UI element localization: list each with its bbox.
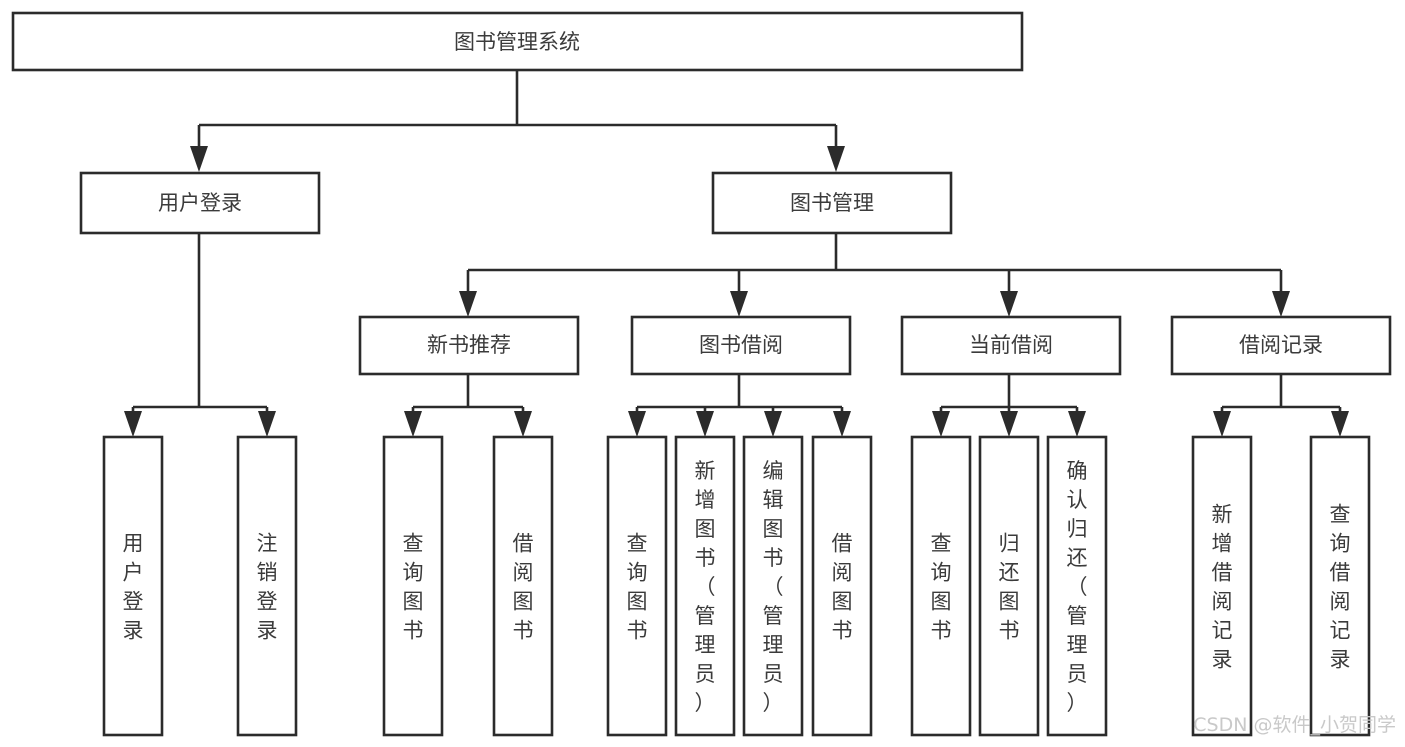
connectors-userlogin-to-leaves [124,233,276,437]
arrowhead-nb-query [404,411,422,437]
leaf-nb-query-book-label: 查询图书 [403,532,424,643]
node-new-book-recommend-label: 新书推荐 [427,333,511,357]
arrowhead-br-query [1331,411,1349,437]
arrowhead-bb-add [696,411,714,437]
leaf-nb-borrow-book[interactable]: 借阅图书 [492,435,554,737]
leaf-bb-edit-book-box[interactable] [742,435,804,737]
node-current-borrow-label: 当前借阅 [969,333,1053,357]
leaf-br-query-record[interactable]: 查询借阅记录 [1309,435,1371,737]
arrowhead-borrow [730,291,748,317]
leaf-bb-add-book-box[interactable] [674,435,736,737]
node-book-management-label: 图书管理 [790,191,874,215]
leaf-br-add-record-box[interactable] [1191,435,1253,737]
leaf-bb-edit-book-label: 编辑图书（管理员） [763,459,784,715]
leaf-user-login[interactable]: 用户登录 [102,435,164,737]
arrowhead-cb-confirm [1068,411,1086,437]
leaf-bb-query-book[interactable]: 查询图书 [606,435,668,737]
leaf-cb-return-book[interactable]: 归还图书 [978,435,1040,737]
leaf-cb-return-book-box[interactable] [978,435,1040,737]
connectors-bookadmin-to-level3 [459,233,1290,317]
arrowhead-bb-edit [764,411,782,437]
node-book-borrow-box[interactable] [630,315,852,376]
connectors-borrowrecord-to-leaves [1213,374,1349,437]
leaf-br-query-record-label: 查询借阅记录 [1330,503,1351,672]
arrowhead-bb-borrow [833,411,851,437]
leaf-cb-confirm-return-label: 确认归还（管理员） [1067,459,1088,715]
leaf-nb-borrow-book-label: 借阅图书 [513,532,534,643]
node-book-borrow-label: 图书借阅 [699,333,783,357]
leaf-user-login-box[interactable] [102,435,164,737]
node-borrow-record-label: 借阅记录 [1239,333,1323,357]
connectors-bookborrow-to-leaves [628,374,851,437]
leaf-bb-query-book-label: 查询图书 [627,532,648,643]
arrowhead-book-admin [827,146,845,172]
node-new-book-recommend-box[interactable] [358,315,580,376]
leaf-cb-return-book-label: 归还图书 [999,532,1020,643]
connectors-newbook-to-leaves [404,374,532,437]
leaf-bb-add-book[interactable]: 新增图书（管理员） [674,435,736,737]
leaf-br-add-record-label: 新增借阅记录 [1212,503,1233,672]
leaf-br-query-record-box[interactable] [1309,435,1371,737]
csdn-watermark: CSDN @软件_小贺同学 [1193,714,1396,736]
node-book-management-box[interactable] [711,171,953,235]
leaf-bb-borrow-book-box[interactable] [811,435,873,737]
leaf-bb-borrow-book[interactable]: 借阅图书 [811,435,873,737]
node-book-borrow[interactable]: 图书借阅 [630,315,852,376]
leaf-cb-query-book[interactable]: 查询图书 [910,435,972,737]
arrowhead-br-add [1213,411,1231,437]
leaf-user-login-label: 用户登录 [123,532,144,643]
leaf-logout[interactable]: 注销登录 [236,435,298,737]
node-root[interactable]: 图书管理系统 [11,11,1024,72]
leaf-bb-query-book-box[interactable] [606,435,668,737]
leaf-cb-query-book-box[interactable] [910,435,972,737]
arrowhead-user-login [190,146,208,172]
arrowhead-bb-query [628,411,646,437]
connectors-currentborrow-to-leaves [932,374,1086,437]
leaf-br-add-record[interactable]: 新增借阅记录 [1191,435,1253,737]
node-new-book-recommend[interactable]: 新书推荐 [358,315,580,376]
leaf-logout-box[interactable] [236,435,298,737]
arrowhead-record [1272,291,1290,317]
node-root-box[interactable] [11,11,1024,72]
node-borrow-record[interactable]: 借阅记录 [1170,315,1392,376]
node-user-login[interactable]: 用户登录 [79,171,321,235]
node-current-borrow-box[interactable] [900,315,1122,376]
arrowhead-cb-return [1000,411,1018,437]
leaf-bb-edit-book[interactable]: 编辑图书（管理员） [742,435,804,737]
node-borrow-record-box[interactable] [1170,315,1392,376]
leaf-cb-query-book-label: 查询图书 [931,532,952,643]
leaf-bb-borrow-book-label: 借阅图书 [832,532,853,643]
arrowhead-cb-query [932,411,950,437]
leaf-bb-add-book-label: 新增图书（管理员） [695,459,716,715]
leaf-nb-query-book[interactable]: 查询图书 [382,435,444,737]
leaf-logout-label: 注销登录 [257,532,278,643]
connectors-root-to-level2 [190,70,845,172]
node-current-borrow[interactable]: 当前借阅 [900,315,1122,376]
arrowhead-nb-borrow [514,411,532,437]
leaf-nb-query-book-box[interactable] [382,435,444,737]
node-book-management[interactable]: 图书管理 [711,171,953,235]
node-user-login-label: 用户登录 [158,191,242,215]
leaf-cb-confirm-return[interactable]: 确认归还（管理员） [1046,435,1108,737]
leaf-cb-confirm-return-box[interactable] [1046,435,1108,737]
arrowhead-newbook [459,291,477,317]
node-root-label: 图书管理系统 [454,30,580,54]
arrowhead-current [1000,291,1018,317]
arrowhead-leaf-userlogin [124,411,142,437]
node-user-login-box[interactable] [79,171,321,235]
leaf-nb-borrow-book-box[interactable] [492,435,554,737]
arrowhead-leaf-logout [258,411,276,437]
